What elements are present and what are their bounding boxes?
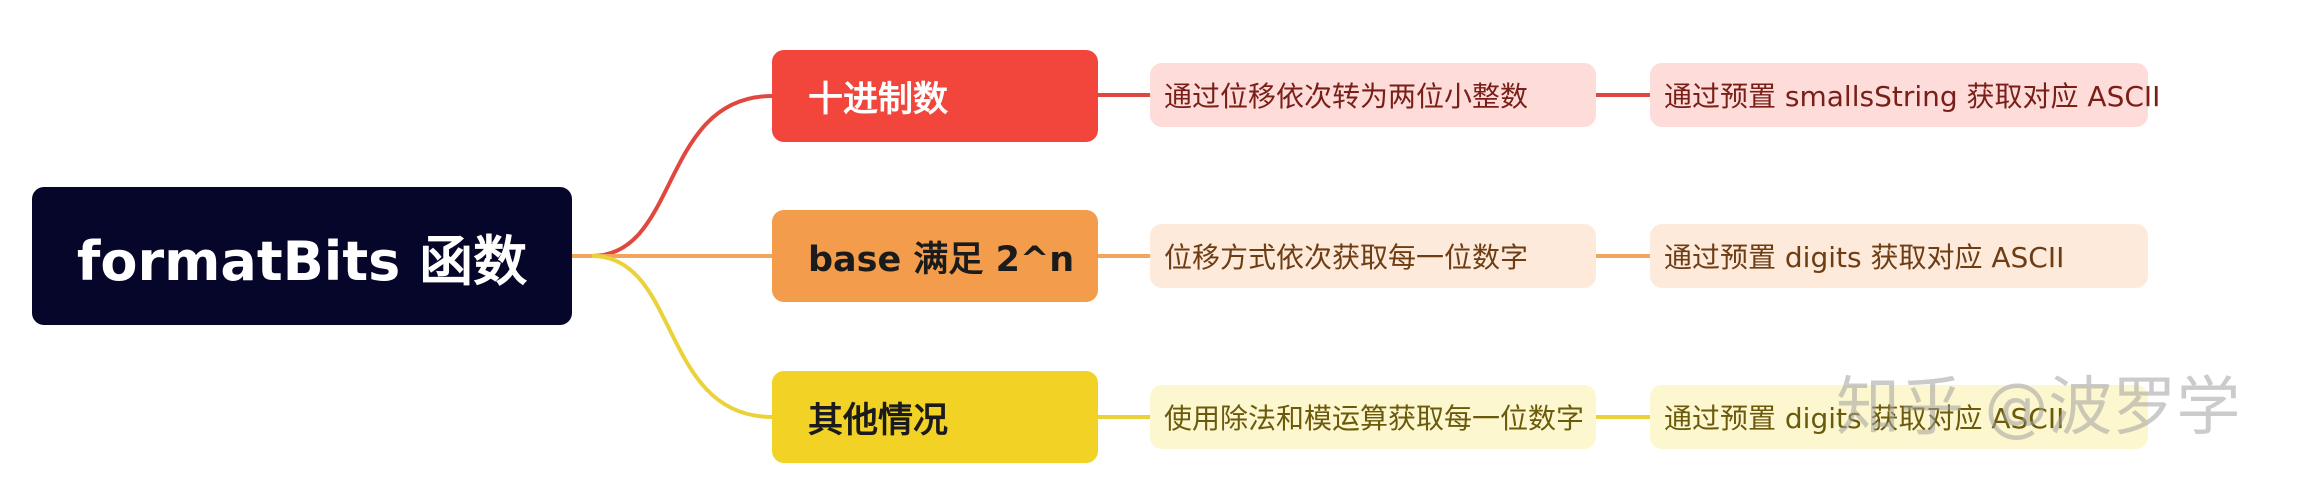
connector-root-other	[591, 254, 773, 419]
power2-step-1[interactable]: 位移方式依次获取每一位数字	[1150, 224, 1596, 288]
connector-root-decimal	[591, 94, 773, 258]
decimal-step-2[interactable]: 通过预置 smallsString 获取对应 ASCII	[1650, 63, 2160, 127]
decimal-step-1[interactable]: 通过位移依次转为两位小整数	[1150, 63, 1596, 127]
branch-other[interactable]: 其他情况	[772, 371, 1098, 463]
other-step-1[interactable]: 使用除法和模运算获取每一位数字	[1150, 385, 1596, 449]
root-node[interactable]: formatBits 函数	[32, 187, 572, 325]
other-step-2[interactable]: 通过预置 digits 获取对应 ASCII	[1650, 385, 2148, 449]
branch-decimal[interactable]: 十进制数	[772, 50, 1098, 142]
power2-step-2[interactable]: 通过预置 digits 获取对应 ASCII	[1650, 224, 2148, 288]
branch-power-of-two[interactable]: base 满足 2^n	[772, 210, 1098, 302]
watermark: 知乎 @波罗学	[1836, 371, 2241, 445]
